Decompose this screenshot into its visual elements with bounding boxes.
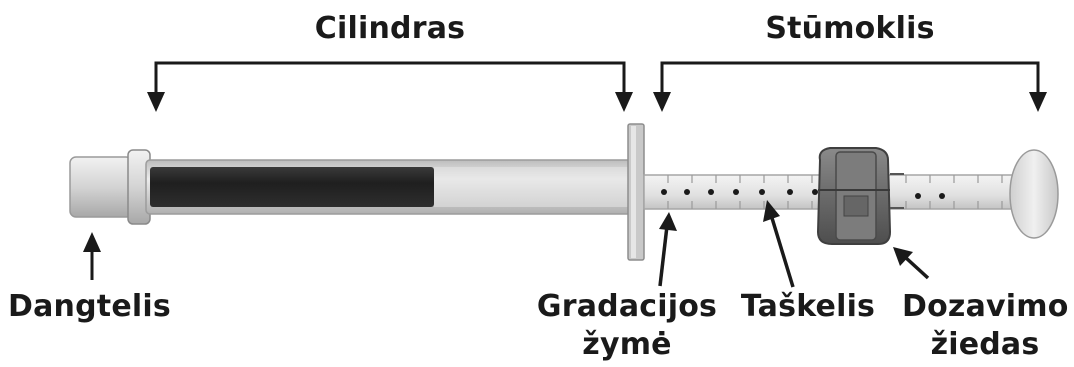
plunger-thumb-rest bbox=[1009, 149, 1059, 239]
plunger-bracket-right-arrowhead bbox=[1029, 92, 1047, 112]
cap-pointer-arrow bbox=[83, 232, 101, 280]
dot-label: Taškelis bbox=[740, 289, 876, 324]
dot-pointer-arrow bbox=[763, 200, 795, 288]
barrel-bracket bbox=[154, 61, 626, 92]
plunger-label: Stūmoklis bbox=[765, 11, 935, 46]
barrel bbox=[145, 159, 633, 215]
cap-label: Dangtelis bbox=[8, 289, 171, 324]
dosing-ring bbox=[816, 147, 904, 245]
plunger-bracket-left-arrowhead bbox=[653, 92, 671, 112]
dosing-ring-label-line1: Dozavimo bbox=[902, 289, 1069, 324]
barrel-bracket-left-arrowhead bbox=[147, 92, 165, 112]
cap bbox=[69, 149, 151, 225]
graduation-label-line1: Gradacijos bbox=[536, 289, 718, 324]
plunger-bracket bbox=[660, 61, 1040, 92]
barrel-label: Cilindras bbox=[314, 11, 466, 46]
barrel-flange bbox=[627, 123, 645, 261]
barrel-bracket-right-arrowhead bbox=[615, 92, 633, 112]
graduation-pointer-arrow bbox=[658, 212, 677, 287]
medicine-liquid bbox=[150, 167, 434, 207]
dosing-ring-label-line2: žiedas bbox=[930, 327, 1040, 362]
dosing-ring-pointer-arrow bbox=[893, 247, 930, 280]
graduation-label-line2: žymė bbox=[582, 327, 672, 362]
